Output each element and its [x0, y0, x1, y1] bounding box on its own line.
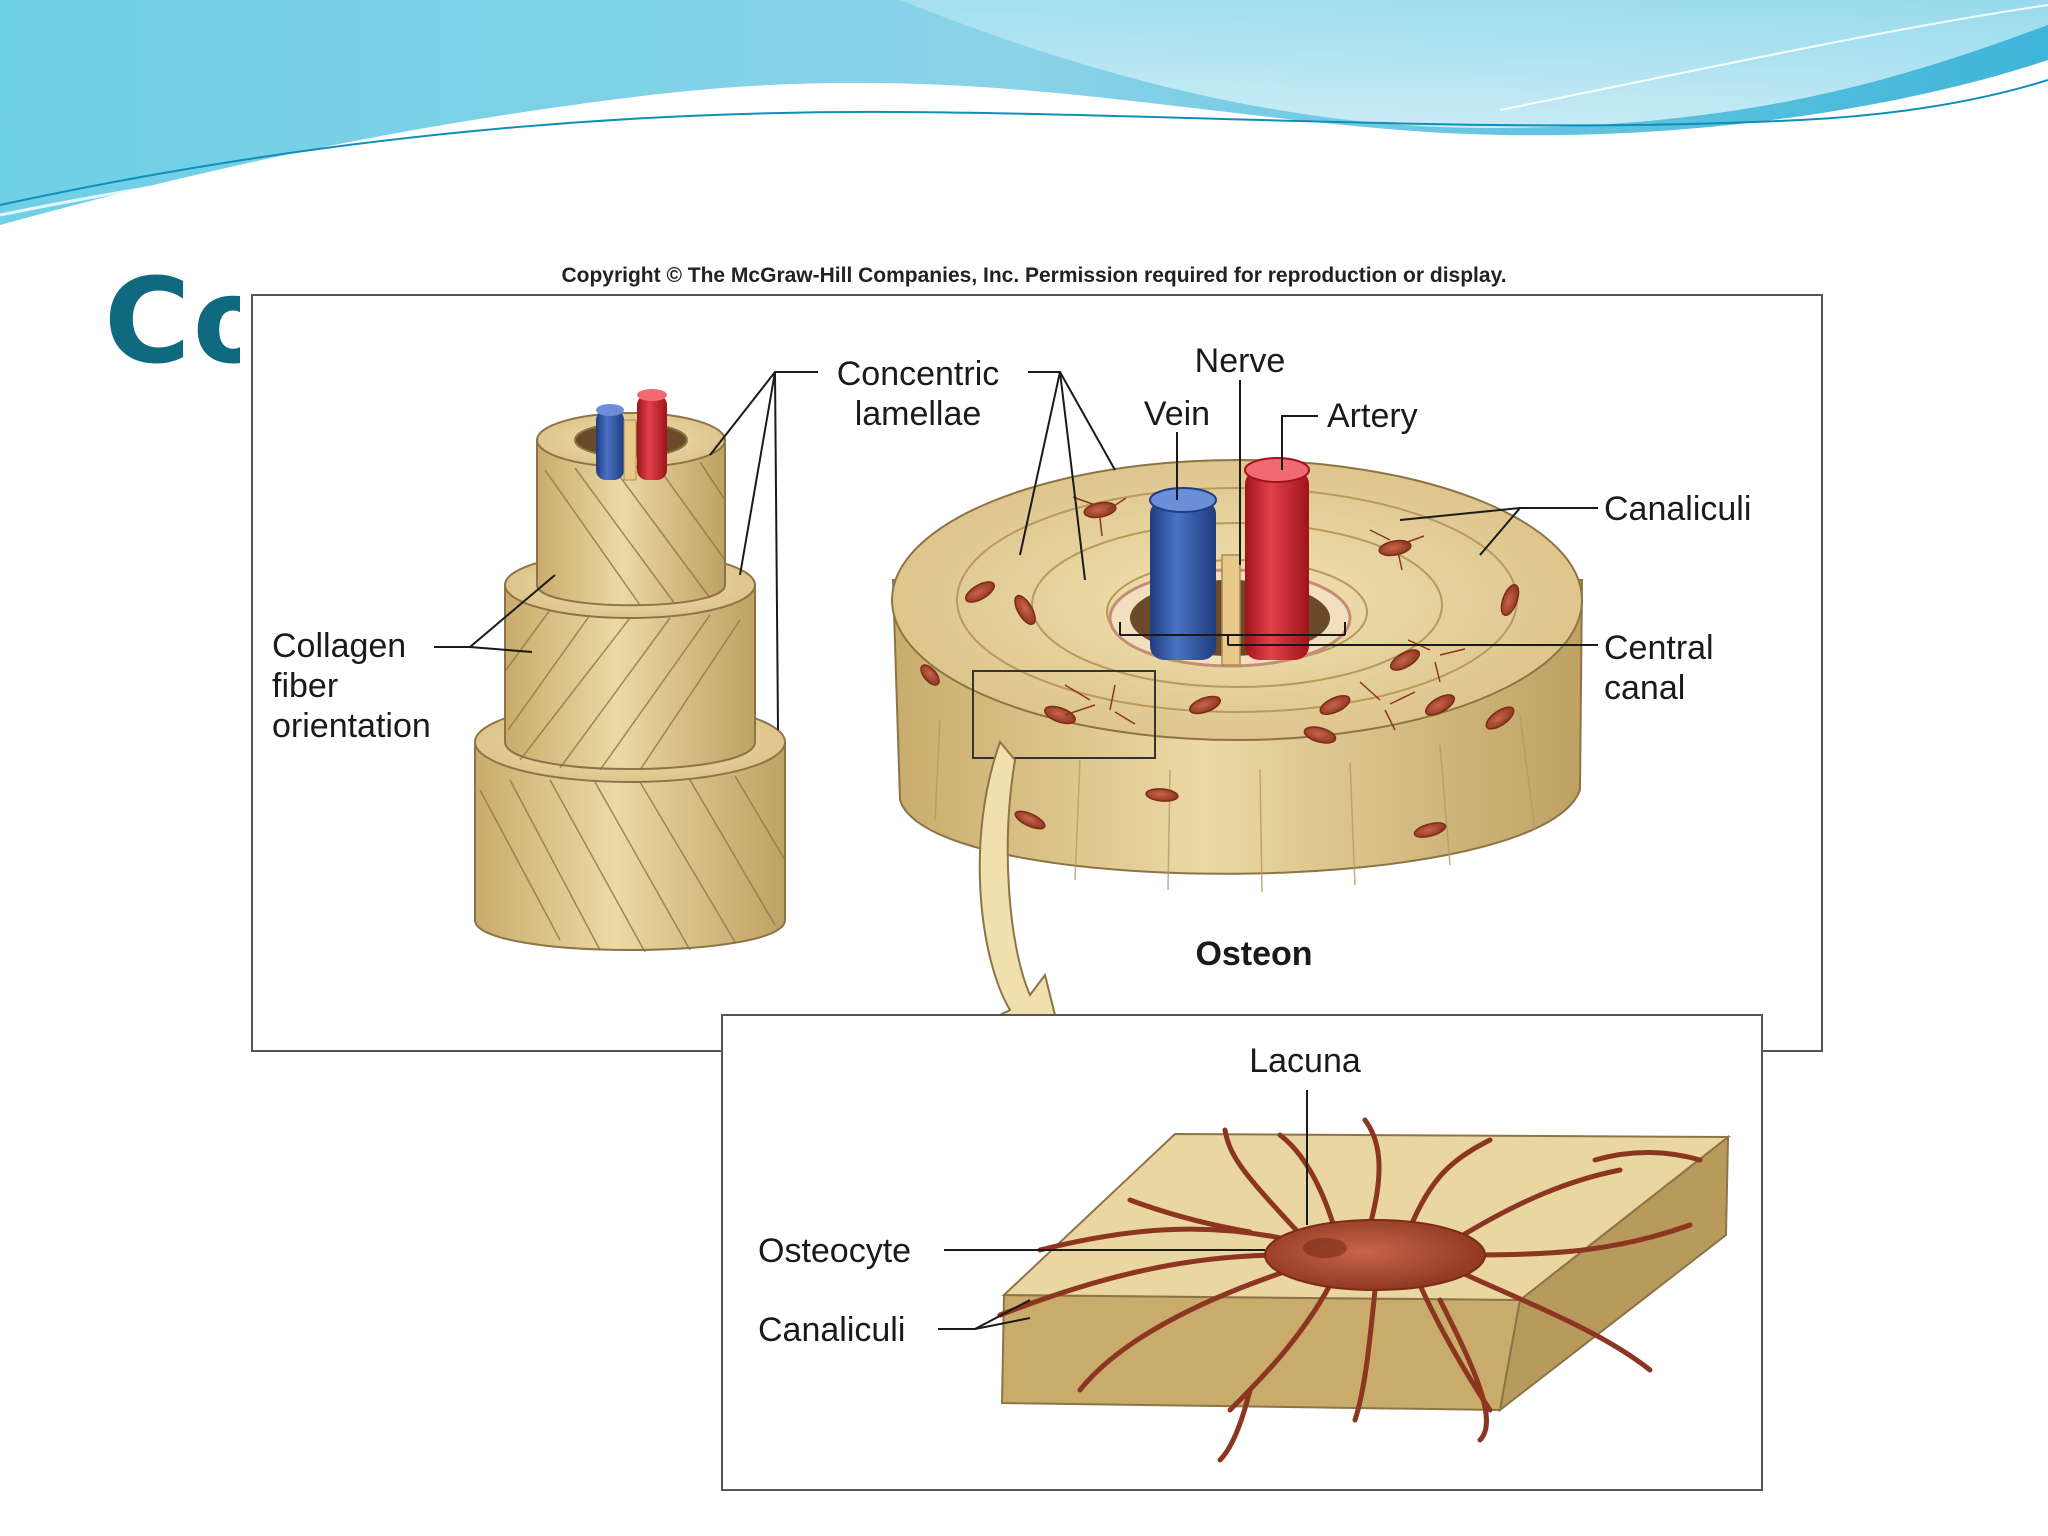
label-collagen-3: orientation	[272, 707, 431, 745]
copyright-notice: Copyright © The McGraw-Hill Companies, I…	[561, 264, 1507, 287]
label-artery: Artery	[1327, 397, 1418, 435]
zoom-box	[972, 670, 1156, 759]
osteocyte-cell	[1264, 1219, 1486, 1291]
label-collagen-2: fiber	[272, 667, 338, 705]
osteon-disc	[891, 457, 1584, 1037]
label-concentric-lamellae-1: Concentric	[837, 355, 1000, 393]
label-osteocyte: Osteocyte	[758, 1232, 911, 1270]
label-vein: Vein	[1144, 395, 1210, 433]
label-nerve: Nerve	[1195, 342, 1286, 380]
label-osteon: Osteon	[1195, 935, 1312, 973]
lamellae-cylinder	[474, 389, 786, 953]
label-concentric-lamellae-2: lamellae	[855, 395, 982, 433]
leader-lines	[434, 371, 1598, 1330]
label-canaliculi-top: Canaliculi	[1604, 490, 1751, 528]
label-canaliculi-bottom: Canaliculi	[758, 1311, 905, 1349]
label-collagen-1: Collagen	[272, 627, 406, 665]
label-central-canal-1: Central	[1604, 629, 1714, 667]
bone-slab	[997, 1117, 1731, 1463]
label-central-canal-2: canal	[1604, 669, 1685, 707]
label-lacuna: Lacuna	[1249, 1042, 1361, 1080]
